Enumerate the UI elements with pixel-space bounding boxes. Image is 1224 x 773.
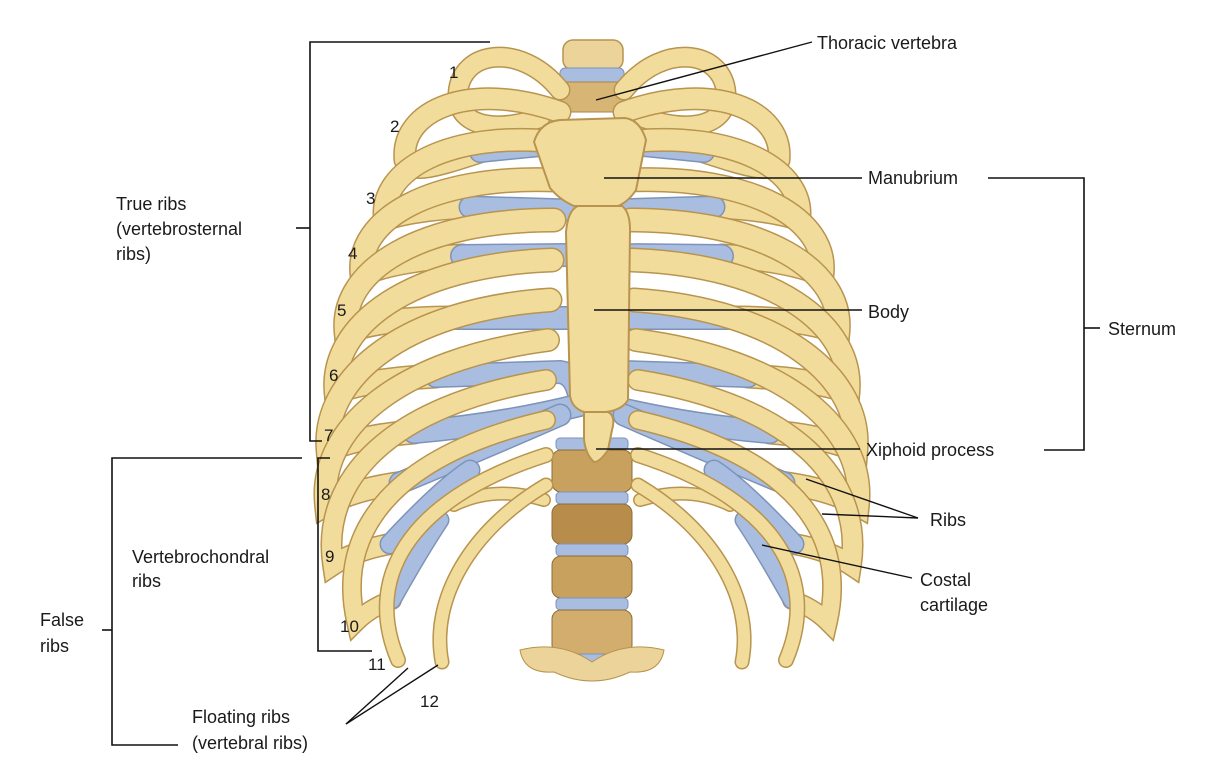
label-thoracic-vertebra: Thoracic vertebra [817, 33, 958, 53]
rib-number-12: 12 [420, 692, 439, 711]
label-manubrium: Manubrium [868, 168, 958, 188]
label-costal-line1: Costal [920, 570, 971, 590]
manubrium-bone [532, 116, 648, 207]
label-floating-ribs-line2: (vertebral ribs) [192, 733, 308, 753]
rib-number-5: 5 [337, 301, 346, 320]
vertebrochondral-bracket [317, 457, 372, 652]
rib-number-9: 9 [325, 547, 334, 566]
rib-number-3: 3 [366, 189, 375, 208]
label-true-ribs-line2: (vertebrosternal [116, 219, 242, 239]
rib-4-right [617, 168, 834, 293]
labels: Thoracic vertebra Manubrium Body Sternum… [40, 33, 1176, 753]
label-vertebrochondral-line2: ribs [132, 571, 161, 591]
ribs-group [313, 46, 871, 670]
rib-4-left [350, 168, 567, 293]
costal-cartilage-10-right [736, 512, 800, 608]
costal-cartilage-10-left [384, 512, 448, 608]
rib-8-right [625, 329, 870, 523]
rib-7-right [623, 289, 868, 467]
rib-number-2: 2 [390, 117, 399, 136]
rib-number-7: 7 [324, 426, 333, 445]
sternum-body-bone [564, 205, 632, 413]
rib-number-11: 11 [368, 655, 386, 674]
label-body: Body [868, 302, 909, 322]
brackets [102, 41, 1100, 746]
rib-number-10: 10 [340, 617, 359, 636]
rib-8-left [314, 329, 559, 523]
label-true-ribs-line3: ribs) [116, 244, 151, 264]
sternum [532, 116, 648, 464]
rib-5-right [619, 209, 850, 348]
label-true-ribs-line1: True ribs [116, 194, 186, 214]
rib-12-right [632, 479, 751, 668]
sternum-bracket [988, 177, 1085, 451]
label-sternum: Sternum [1108, 319, 1176, 339]
rib-number-1: 1 [449, 63, 458, 82]
rib-number-6: 6 [329, 366, 338, 385]
rib-number-4: 4 [348, 244, 357, 263]
rib-11-right [631, 448, 804, 667]
rib-11-left [380, 448, 553, 667]
label-vertebrochondral-line1: Vertebrochondral [132, 547, 269, 567]
false-ribs-bracket [111, 457, 302, 746]
rib-5-left [334, 209, 565, 348]
label-false-ribs-line1: False [40, 610, 84, 630]
label-floating-ribs-line1: Floating ribs [192, 707, 290, 727]
leader-lines [345, 41, 919, 725]
rib-7-left [316, 289, 561, 467]
label-ribs: Ribs [930, 510, 966, 530]
true-ribs-bracket [309, 41, 490, 442]
label-xiphoid-process: Xiphoid process [866, 440, 994, 460]
label-costal-line2: cartilage [920, 595, 988, 615]
rib-number-8: 8 [321, 485, 330, 504]
costal-cartilage-9-left [381, 461, 479, 553]
costal-cartilage-9-right [705, 461, 803, 553]
rib-10-left [343, 411, 555, 639]
label-false-ribs-line2: ribs [40, 636, 69, 656]
rib-numbers: 1 2 3 4 5 6 7 8 9 10 11 12 [321, 63, 458, 711]
rib-12-left [433, 479, 552, 668]
